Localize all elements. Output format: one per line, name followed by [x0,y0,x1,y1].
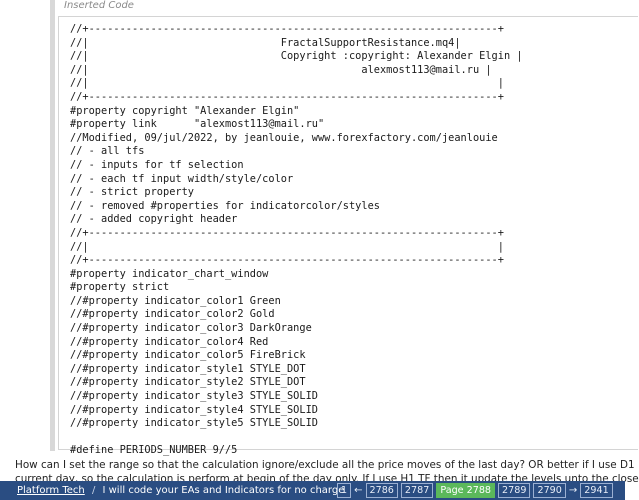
page-2790-button[interactable]: 2790 [533,483,566,498]
page-last-button[interactable]: 2941 [580,483,613,498]
code-line: //#property indicator_color2 Gold [70,308,275,321]
pagination: 1 ← 2786 2787 Page 2788 2789 2790 → 2941 [337,483,613,498]
breadcrumb-forum-link[interactable]: Platform Tech [17,485,85,496]
code-lines: //+-------------------------------------… [70,23,523,458]
code-line: //#property indicator_color4 Red [70,335,269,348]
post-body: How can I set the range so that the calc… [15,458,639,485]
code-line: // - inputs for tf selection [70,158,244,171]
code-line: // - added copyright header [70,213,238,226]
code-line: //#property indicator_style4 STYLE_SOLID [70,403,318,416]
code-line [70,431,523,445]
page-2786-button[interactable]: 2786 [365,483,398,498]
code-line: #define PERIODS_NUMBER 9//5 [70,444,238,457]
page-2789-button[interactable]: 2789 [498,483,531,498]
code-line: //| | [70,77,504,90]
code-line: #property link "alexmost113@mail.ru" [70,118,325,131]
code-block-label: Inserted Code [64,0,134,11]
code-line: //| FractalSupportResistance.mq4| [70,36,461,49]
code-line: //#property indicator_style3 STYLE_SOLID [70,390,318,403]
post-line-2: current day, so the calculation is perfo… [15,473,639,485]
code-line: //#property indicator_style2 STYLE_DOT [70,376,306,389]
post-line-1: How can I set the range so that the calc… [15,459,635,471]
code-line: //| | [70,240,504,253]
page-2787-button[interactable]: 2787 [400,483,434,498]
code-line: // - all tfs [70,145,145,158]
code-line: // - strict property [70,186,194,199]
code-line: //| alexmost113@mail.ru | [70,63,492,76]
code-line: #property copyright "Alexander Elgin" [70,104,300,117]
current-page-indicator: Page 2788 [436,483,496,498]
code-line: #property strict [70,281,170,294]
breadcrumb: Platform Tech / I will code your EAs and… [17,484,344,498]
breadcrumb-separator: / [91,485,96,496]
code-line: //+-------------------------------------… [70,90,504,103]
code-line: //+-------------------------------------… [70,23,504,35]
code-line: //#property indicator_style5 STYLE_SOLID [70,417,318,430]
code-line: //Modified, 09/jul/2022, by jeanlouie, w… [70,131,498,144]
code-block[interactable]: //+-------------------------------------… [58,16,638,456]
page-first-button[interactable]: 1 [337,483,352,498]
quote-indent-bar [50,0,55,451]
next-arrow-icon[interactable]: → [568,485,578,496]
code-line: // - each tf input width/style/color [70,172,294,185]
code-line: //#property indicator_color3 DarkOrange [70,322,312,335]
code-line: #property indicator_chart_window [70,267,269,280]
code-line: //#property indicator_style1 STYLE_DOT [70,362,306,375]
code-line: //+-------------------------------------… [70,254,504,267]
code-line: //+-------------------------------------… [70,226,504,239]
prev-arrow-icon[interactable]: ← [354,485,363,496]
code-line: // - removed #properties for indicatorco… [70,199,380,212]
breadcrumb-thread-title: I will code your EAs and Indicators for … [102,485,345,496]
code-line: //#property indicator_color5 FireBrick [70,349,306,362]
code-line: //#property indicator_color1 Green [70,294,281,307]
code-line: //| Copyright :copyright: Alexander Elgi… [70,50,523,63]
